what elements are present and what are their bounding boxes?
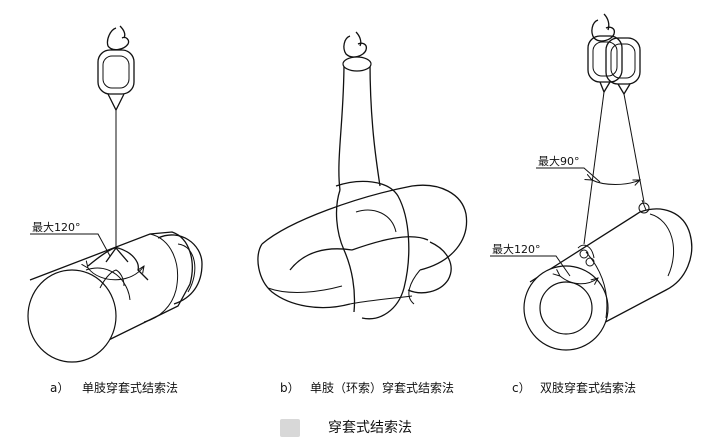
- caption-a: 单肢穿套式结索法: [82, 380, 178, 395]
- pipe-load: [257, 180, 468, 320]
- angle-arc: [88, 266, 144, 281]
- crane-hook-icon: [591, 13, 616, 42]
- crane-hook-icon: [343, 31, 368, 58]
- cylinder-load: [27, 231, 203, 363]
- master-link: [97, 49, 135, 112]
- panel-c-diagram: 最大90° 最大120°: [490, 13, 693, 351]
- angle-label: 最大120°: [32, 220, 81, 234]
- angle-leader-top: [536, 167, 601, 183]
- angle-leader-line: [30, 233, 111, 257]
- figure-number-redaction: [280, 419, 300, 437]
- panel-b-diagram: [257, 31, 468, 320]
- sling-leg-left: [583, 91, 605, 245]
- caption-c: 双肢穿套式结索法: [540, 380, 636, 395]
- angle-leader-bottom: [490, 255, 571, 277]
- sling-leg-right: [623, 93, 645, 203]
- caption-a-letter: a）: [50, 381, 69, 395]
- angle-label-bottom: 最大120°: [492, 242, 541, 256]
- pipe-load: [523, 199, 693, 351]
- figure-title: 穿套式结索法: [328, 419, 412, 436]
- angle-arc-bottom: [560, 276, 598, 284]
- angle-label-top: 最大90°: [538, 154, 580, 168]
- panel-a-diagram: 最大120°: [27, 25, 203, 363]
- loop-sling: [338, 56, 381, 191]
- caption-b-letter: b）: [280, 381, 300, 395]
- angle-arc-top: [592, 180, 640, 185]
- crane-hook-icon: [106, 25, 130, 51]
- double-master-link: [587, 35, 641, 96]
- caption-c-letter: c）: [512, 381, 531, 395]
- caption-b: 单肢（环索）穿套式结索法: [310, 380, 454, 395]
